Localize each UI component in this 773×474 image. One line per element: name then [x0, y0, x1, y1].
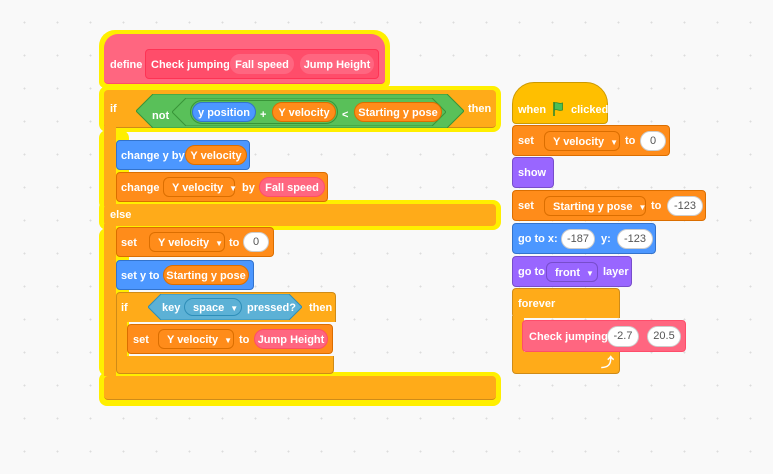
- define-hat-block[interactable]: define Check jumping Fall speed Jump Hei…: [104, 34, 385, 84]
- go-to-x-label: go to x:: [518, 233, 558, 245]
- set-y-to-label: set y to: [121, 270, 160, 282]
- variable-dropdown[interactable]: Y velocity ▼: [163, 177, 238, 197]
- go-to-layer-block[interactable]: go to front ▼ layer: [512, 256, 632, 287]
- if-else-bottom: [104, 376, 496, 400]
- variable-dropdown[interactable]: Starting y pose ▼: [544, 196, 646, 216]
- then-label: then: [468, 103, 492, 115]
- y-label: y:: [601, 233, 611, 245]
- show-block[interactable]: show: [512, 157, 554, 188]
- pressed-label: pressed?: [247, 302, 296, 314]
- show-label: show: [518, 167, 547, 179]
- plus-label: +: [260, 109, 267, 121]
- repeat-arrow-icon: ⤴: [601, 355, 615, 370]
- if-else-arm-2: [104, 224, 116, 376]
- to-label: to: [229, 237, 240, 249]
- starting-y-pose-variable[interactable]: Starting y pose: [354, 102, 442, 122]
- value-input[interactable]: 0: [640, 131, 666, 151]
- dropdown-value: Starting y pose: [553, 201, 633, 213]
- change-y-by-label: change y by: [121, 150, 185, 162]
- else-label: else: [110, 209, 132, 221]
- variable-dropdown[interactable]: Y velocity ▼: [149, 232, 225, 252]
- if-block-bottom: [116, 356, 334, 374]
- layer-label: layer: [603, 266, 629, 278]
- dropdown-value: Y velocity: [172, 182, 224, 194]
- define-prototype: Check jumping Fall speed Jump Height: [145, 49, 379, 79]
- set-label: set: [518, 135, 534, 147]
- set-variable-block[interactable]: set Y velocity ▼ to 0: [116, 227, 274, 257]
- define-label: define: [110, 59, 143, 71]
- value-input[interactable]: -123: [667, 196, 703, 216]
- not-label: not: [152, 110, 170, 122]
- custom-block-name: Check jumping: [151, 59, 230, 71]
- y-velocity-variable[interactable]: Y velocity: [185, 145, 247, 165]
- if-label: if: [110, 103, 117, 115]
- forever-label: forever: [518, 298, 556, 310]
- y-position-reporter[interactable]: y position: [192, 102, 256, 122]
- call-name: Check jumping: [529, 331, 608, 343]
- set-label: set: [518, 200, 534, 212]
- chevron-down-icon: ▼: [586, 269, 594, 278]
- clicked-label: clicked: [571, 104, 609, 116]
- if-else-middle: else: [104, 204, 496, 226]
- fall-speed-argument[interactable]: Fall speed: [259, 177, 325, 197]
- to-label: to: [625, 135, 636, 147]
- when-flag-clicked-hat[interactable]: when clicked: [512, 82, 608, 124]
- dropdown-value: Y velocity: [553, 136, 605, 148]
- dropdown-value: front: [555, 267, 581, 279]
- if-else-arm-1: [104, 126, 116, 206]
- set-variable-block[interactable]: set Y velocity ▼ to Jump Height: [127, 324, 333, 354]
- key-label: key: [162, 302, 181, 314]
- to-label: to: [651, 200, 662, 212]
- chevron-down-icon: ▼: [230, 304, 239, 313]
- set-variable-block[interactable]: set Starting y pose ▼ to -123: [512, 190, 706, 221]
- set-label: set: [133, 334, 149, 346]
- variable-dropdown[interactable]: Y velocity ▼: [158, 329, 234, 349]
- chevron-down-icon: ▼: [229, 184, 238, 193]
- go-to-xy-block[interactable]: go to x: -187 y: -123: [512, 223, 656, 254]
- key-dropdown[interactable]: space ▼: [184, 298, 242, 316]
- green-flag-icon: [553, 102, 563, 116]
- dropdown-value: space: [193, 302, 225, 314]
- variable-dropdown[interactable]: Y velocity ▼: [544, 131, 620, 151]
- if-block-arm: [116, 320, 127, 364]
- custom-block-call[interactable]: Check jumping -2.7 20.5: [522, 320, 686, 352]
- chevron-down-icon: ▼: [638, 203, 647, 212]
- dropdown-value: Y velocity: [158, 237, 210, 249]
- y-velocity-variable[interactable]: Y velocity: [272, 102, 336, 122]
- when-label: when: [518, 104, 547, 116]
- then-label: then: [309, 302, 333, 314]
- x-input[interactable]: -187: [561, 229, 595, 249]
- change-variable-block[interactable]: change Y velocity ▼ by Fall speed: [116, 172, 328, 202]
- go-to-label: go to: [518, 266, 545, 278]
- forever-block-bottom: ⤴: [512, 352, 620, 374]
- y-input[interactable]: -123: [617, 229, 653, 249]
- set-y-to-block[interactable]: set y to Starting y pose: [116, 260, 254, 290]
- change-label: change: [121, 182, 160, 194]
- dropdown-value: Y velocity: [167, 334, 219, 346]
- change-y-by-block[interactable]: change y by Y velocity: [116, 140, 250, 170]
- forever-block-arm: [512, 316, 524, 356]
- lt-label: <: [342, 109, 349, 121]
- layer-dropdown[interactable]: front ▼: [546, 262, 598, 282]
- param-jump-height[interactable]: Jump Height: [299, 53, 375, 75]
- chevron-down-icon: ▼: [215, 239, 224, 248]
- arg1-input[interactable]: -2.7: [607, 326, 639, 347]
- set-variable-block[interactable]: set Y velocity ▼ to 0: [512, 125, 670, 156]
- value-input[interactable]: 0: [243, 232, 269, 252]
- chevron-down-icon: ▼: [610, 138, 619, 147]
- jump-height-argument[interactable]: Jump Height: [254, 329, 328, 349]
- forever-block-top[interactable]: forever: [512, 288, 620, 318]
- starting-y-pose-variable[interactable]: Starting y pose: [163, 265, 249, 285]
- by-label: by: [242, 182, 255, 194]
- chevron-down-icon: ▼: [224, 336, 233, 345]
- param-fall-speed[interactable]: Fall speed: [229, 53, 295, 75]
- arg2-input[interactable]: 20.5: [647, 326, 681, 347]
- set-label: set: [121, 237, 137, 249]
- if-label: if: [121, 302, 128, 314]
- to-label: to: [239, 334, 250, 346]
